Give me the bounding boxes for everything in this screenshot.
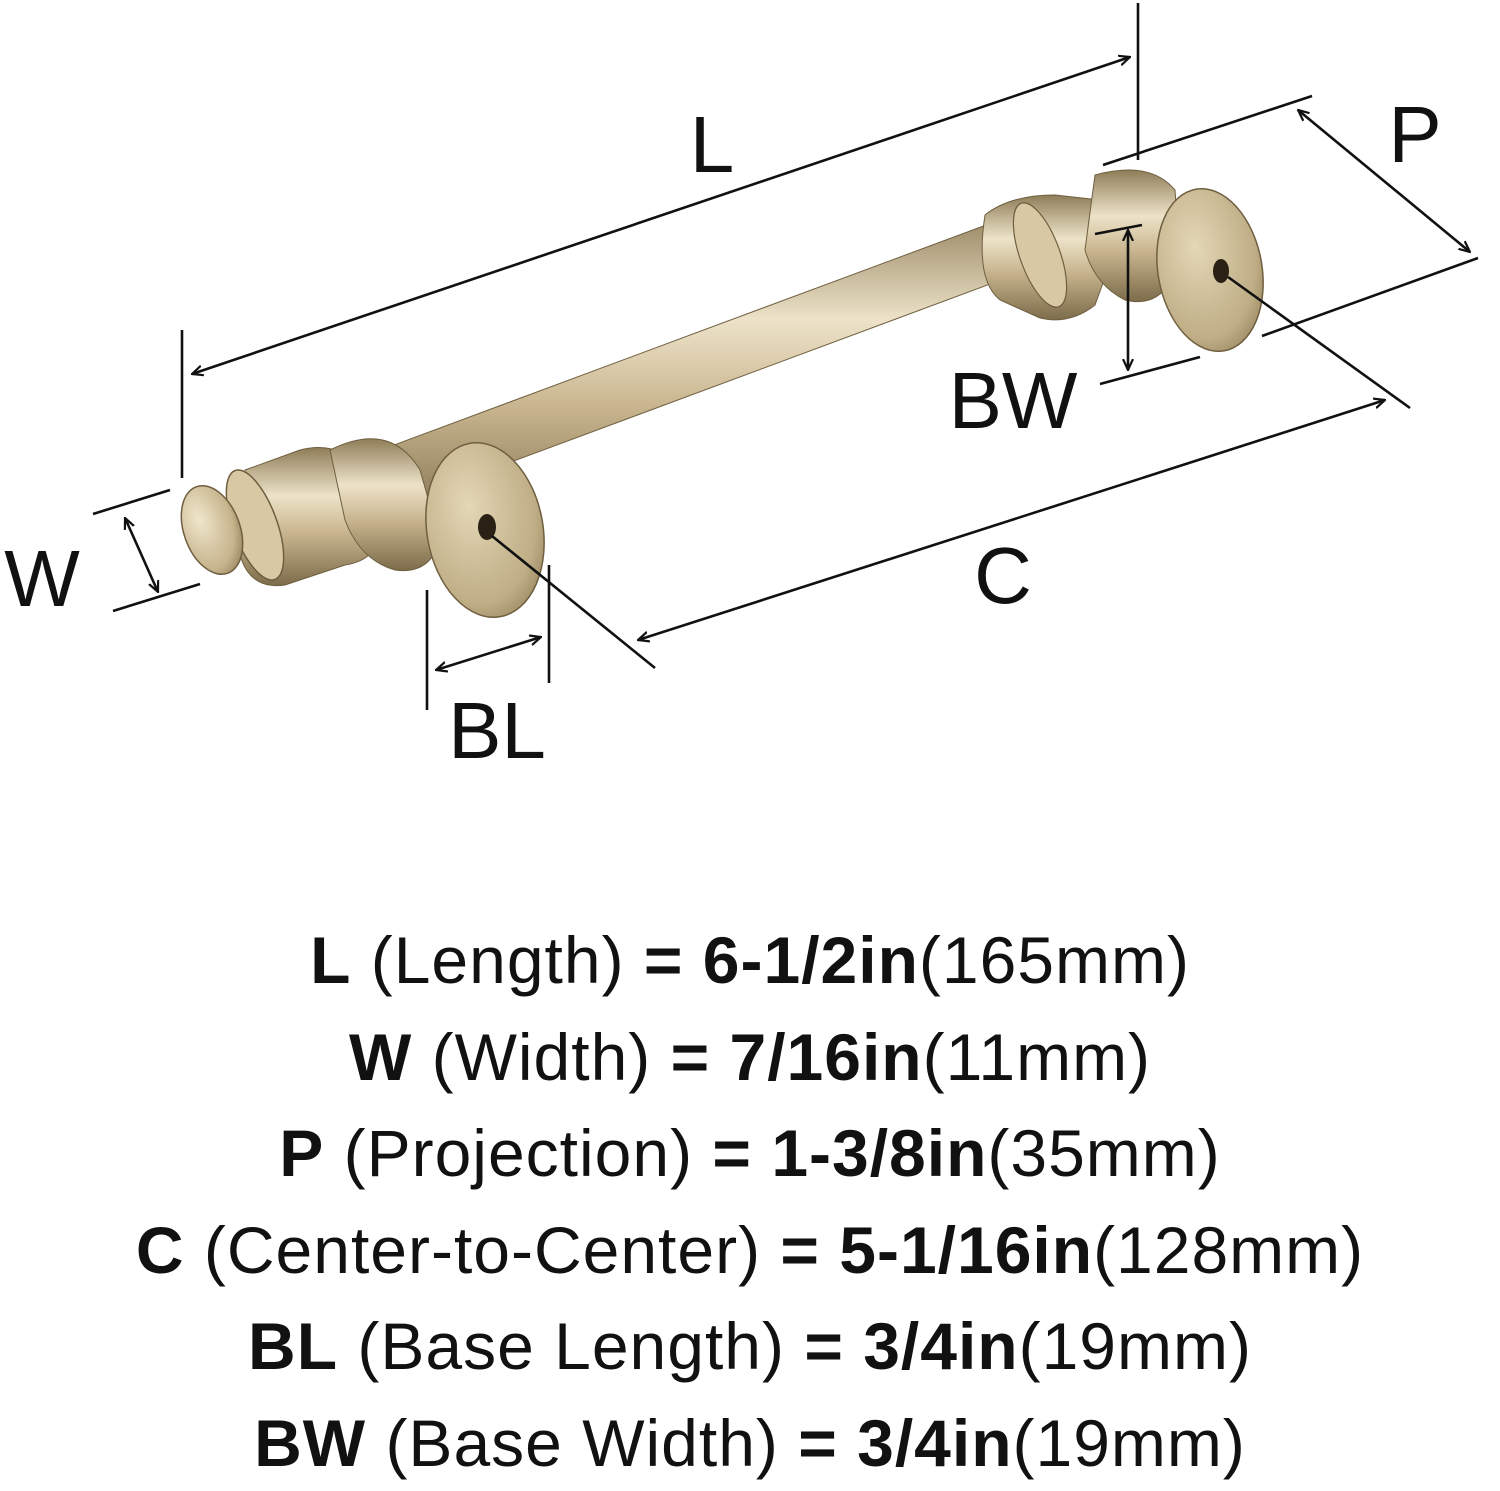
spec-name: (Base Width) [385,1406,778,1480]
spec-code: W [349,1020,412,1094]
p-dimension-arrow [1298,110,1470,252]
spec-row-l: L (Length) = 6-1/2in(165mm) [0,912,1500,1009]
spec-name: (Base Length) [357,1309,785,1383]
w-extension-top [93,490,170,514]
spec-row-w: W (Width) = 7/16in(11mm) [0,1009,1500,1106]
label-w: W [4,534,80,623]
spec-imperial-value: 1-3/8in [771,1116,987,1190]
spec-code: L [310,923,351,997]
spec-imperial-value: 7/16in [730,1020,923,1094]
label-bl: BL [448,686,546,775]
right-screw-hole [1213,259,1229,283]
spec-metric-value: (35mm) [987,1116,1220,1190]
spec-metric-value: (19mm) [1019,1309,1252,1383]
cabinet-pull-handle [170,170,1275,627]
spec-imperial-value: 3/4in [863,1309,1018,1383]
spec-equals: = [644,923,684,997]
spec-row-p: P (Projection) = 1-3/8in(35mm) [0,1105,1500,1202]
spec-metric-value: (128mm) [1093,1213,1364,1287]
spec-name: (Center-to-Center) [204,1213,761,1287]
spec-row-c: C (Center-to-Center) = 5-1/16in(128mm) [0,1202,1500,1299]
c-extension-right [1228,277,1410,408]
w-dimension-arrow [125,518,158,592]
label-p: P [1388,90,1441,179]
label-bw: BW [949,356,1078,445]
spec-row-bl: BL (Base Length) = 3/4in(19mm) [0,1298,1500,1395]
spec-code: C [136,1213,185,1287]
spec-name: (Projection) [344,1116,693,1190]
spec-metric-value: (11mm) [923,1020,1151,1094]
dimension-spec-list: L (Length) = 6-1/2in(165mm)W (Width) = 7… [0,912,1500,1491]
spec-equals: = [671,1020,711,1094]
spec-equals: = [712,1116,752,1190]
bw-extension-bottom [1100,357,1200,384]
bl-dimension-arrow [436,637,541,670]
spec-row-bw: BW (Base Width) = 3/4in(19mm) [0,1395,1500,1491]
spec-equals: = [804,1309,844,1383]
spec-equals: = [798,1406,838,1480]
spec-code: P [279,1116,324,1190]
spec-imperial-value: 5-1/16in [839,1213,1093,1287]
spec-name: (Width) [432,1020,652,1094]
spec-code: BL [248,1309,338,1383]
handle-dimension-diagram: L P BW W C BL [0,0,1500,860]
spec-metric-value: (165mm) [919,923,1190,997]
spec-equals: = [780,1213,820,1287]
spec-metric-value: (19mm) [1013,1406,1246,1480]
label-l: L [690,100,735,189]
spec-code: BW [254,1406,366,1480]
p-extension-top [1103,96,1312,165]
spec-imperial-value: 3/4in [857,1406,1012,1480]
spec-name: (Length) [371,923,625,997]
spec-imperial-value: 6-1/2in [703,923,919,997]
label-c: C [974,531,1032,620]
